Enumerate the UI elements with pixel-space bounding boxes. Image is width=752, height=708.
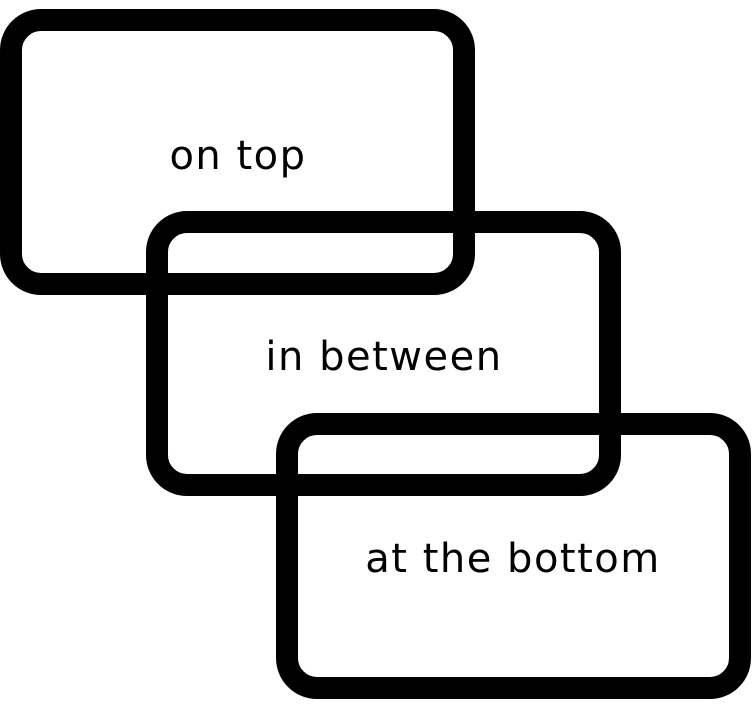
- label-at-the-bottom: at the bottom: [365, 536, 660, 582]
- box-in-between: [146, 211, 621, 496]
- box-at-the-bottom: [276, 413, 751, 699]
- label-in-between: in between: [265, 334, 502, 380]
- label-on-top: on top: [169, 133, 306, 179]
- box-on-top: [0, 9, 475, 295]
